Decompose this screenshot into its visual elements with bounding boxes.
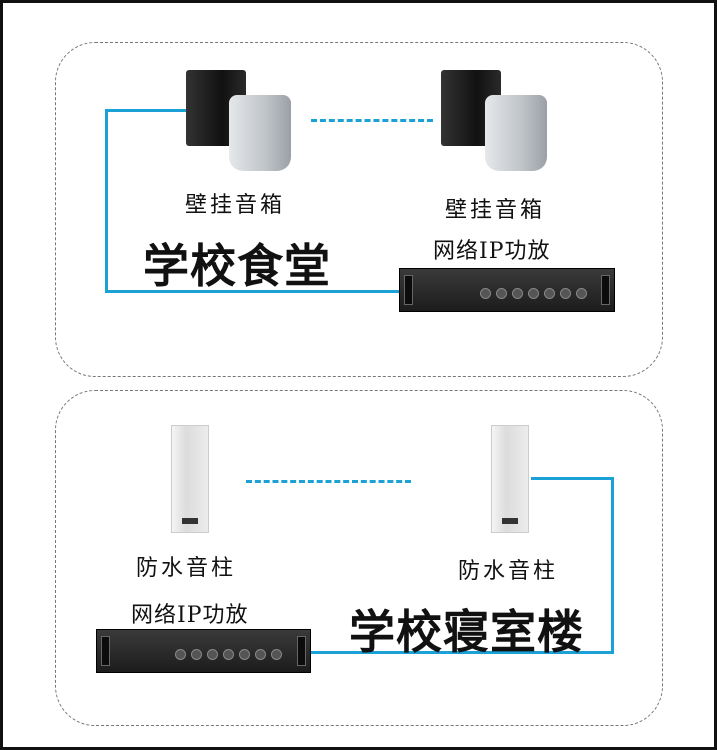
speaker-label: 壁挂音箱 — [445, 198, 546, 223]
dotted-link — [311, 119, 433, 122]
canteen-zone — [55, 42, 663, 377]
wall-speaker-white — [485, 95, 547, 171]
cable — [105, 290, 399, 293]
ip-amplifier — [399, 268, 615, 312]
zone-title: 学校寝室楼 — [349, 605, 584, 659]
zone-title: 学校食堂 — [143, 239, 331, 293]
wall-speaker-white — [229, 95, 291, 171]
dotted-link — [246, 480, 411, 483]
ip-amplifier — [96, 629, 311, 673]
cable — [309, 651, 614, 654]
amplifier-label: 网络IP功放 — [131, 603, 249, 628]
amplifier-label: 网络IP功放 — [433, 239, 551, 264]
speaker-label: 防水音柱 — [458, 559, 559, 584]
cable — [611, 477, 614, 654]
cable — [105, 109, 108, 293]
column-speaker — [171, 425, 209, 533]
speaker-label: 防水音柱 — [136, 556, 237, 581]
speaker-label: 壁挂音箱 — [185, 193, 286, 218]
column-speaker — [491, 425, 529, 533]
cable — [531, 477, 614, 480]
dorm-zone — [55, 390, 663, 726]
cable — [105, 109, 191, 112]
